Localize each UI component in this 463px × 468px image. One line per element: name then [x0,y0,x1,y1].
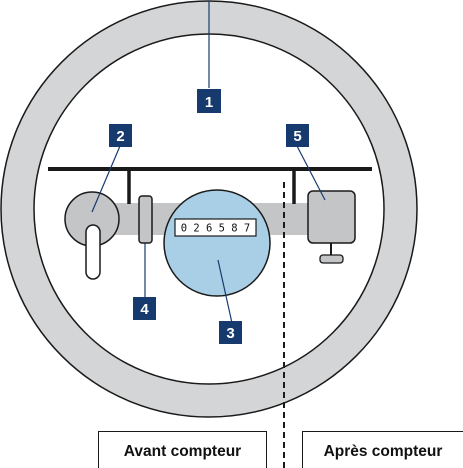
svg-text:1: 1 [205,94,213,111]
svg-text:4: 4 [140,301,149,318]
callout-3: 3 [219,321,242,344]
meter-reading-window [174,218,257,237]
callout-5-leader [296,145,326,201]
callout-4: 4 [133,297,156,320]
callout-3-leader [217,259,233,324]
water-meter-dial [163,189,271,297]
filter-seal [138,195,153,244]
downstream-valve-body [307,190,356,244]
svg-text:2: 2 [116,128,124,145]
before-meter-label: Avant compteur [98,431,267,468]
after-meter-label: Après compteur [302,431,463,468]
svg-text:3: 3 [226,325,234,342]
downstream-valve-knob [319,254,344,264]
svg-text:5: 5 [293,128,301,145]
callout-2-leader [91,145,121,213]
meter-reading: 0 2 6 5 8 7 [181,223,251,235]
callout-5: 5 [286,124,309,147]
upstream-valve-handle [85,224,101,280]
callout-1: 1 [197,89,221,113]
callout-2: 2 [109,124,132,147]
